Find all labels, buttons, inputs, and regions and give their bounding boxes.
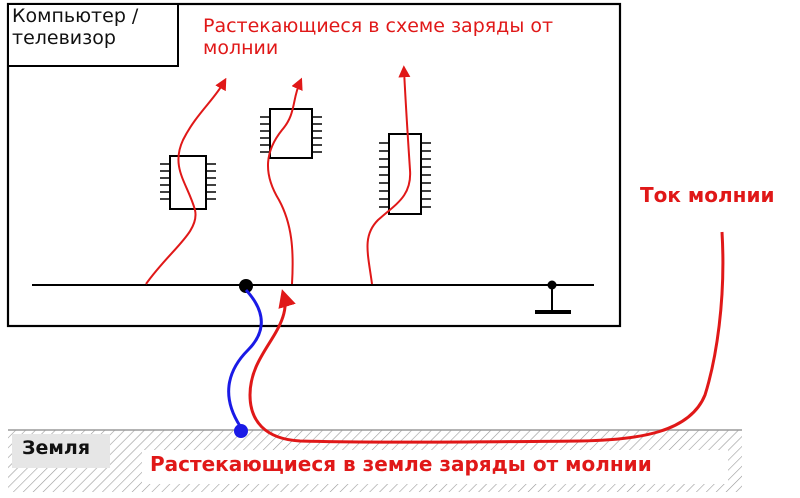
lightning-current-path	[248, 231, 725, 444]
ground-wire-earth-node	[234, 424, 248, 438]
charge-path-1	[145, 77, 227, 285]
ground-connection-node	[239, 279, 253, 293]
ground-label-box	[12, 434, 110, 468]
ground-spread-label: Растекающиеся в земле заряды от молнии	[150, 452, 652, 476]
device-label: Компьютер / телевизор	[12, 5, 139, 49]
device-enclosure	[6, 2, 622, 328]
lightning-current-label: Ток молнии	[640, 183, 775, 207]
chip-3-icon	[379, 133, 431, 215]
chip-1-icon	[160, 155, 216, 210]
device-label-box	[7, 3, 179, 67]
charge-path-2	[266, 77, 303, 285]
charge-path-3	[366, 65, 412, 285]
ground-wire	[227, 288, 263, 427]
chassis-ground-symbol	[535, 280, 571, 314]
ground-spread-label-box	[142, 450, 728, 484]
ground-label: Земля	[22, 437, 91, 459]
circuit-spread-label: Растекающиеся в схеме заряды от молнии	[203, 15, 554, 59]
